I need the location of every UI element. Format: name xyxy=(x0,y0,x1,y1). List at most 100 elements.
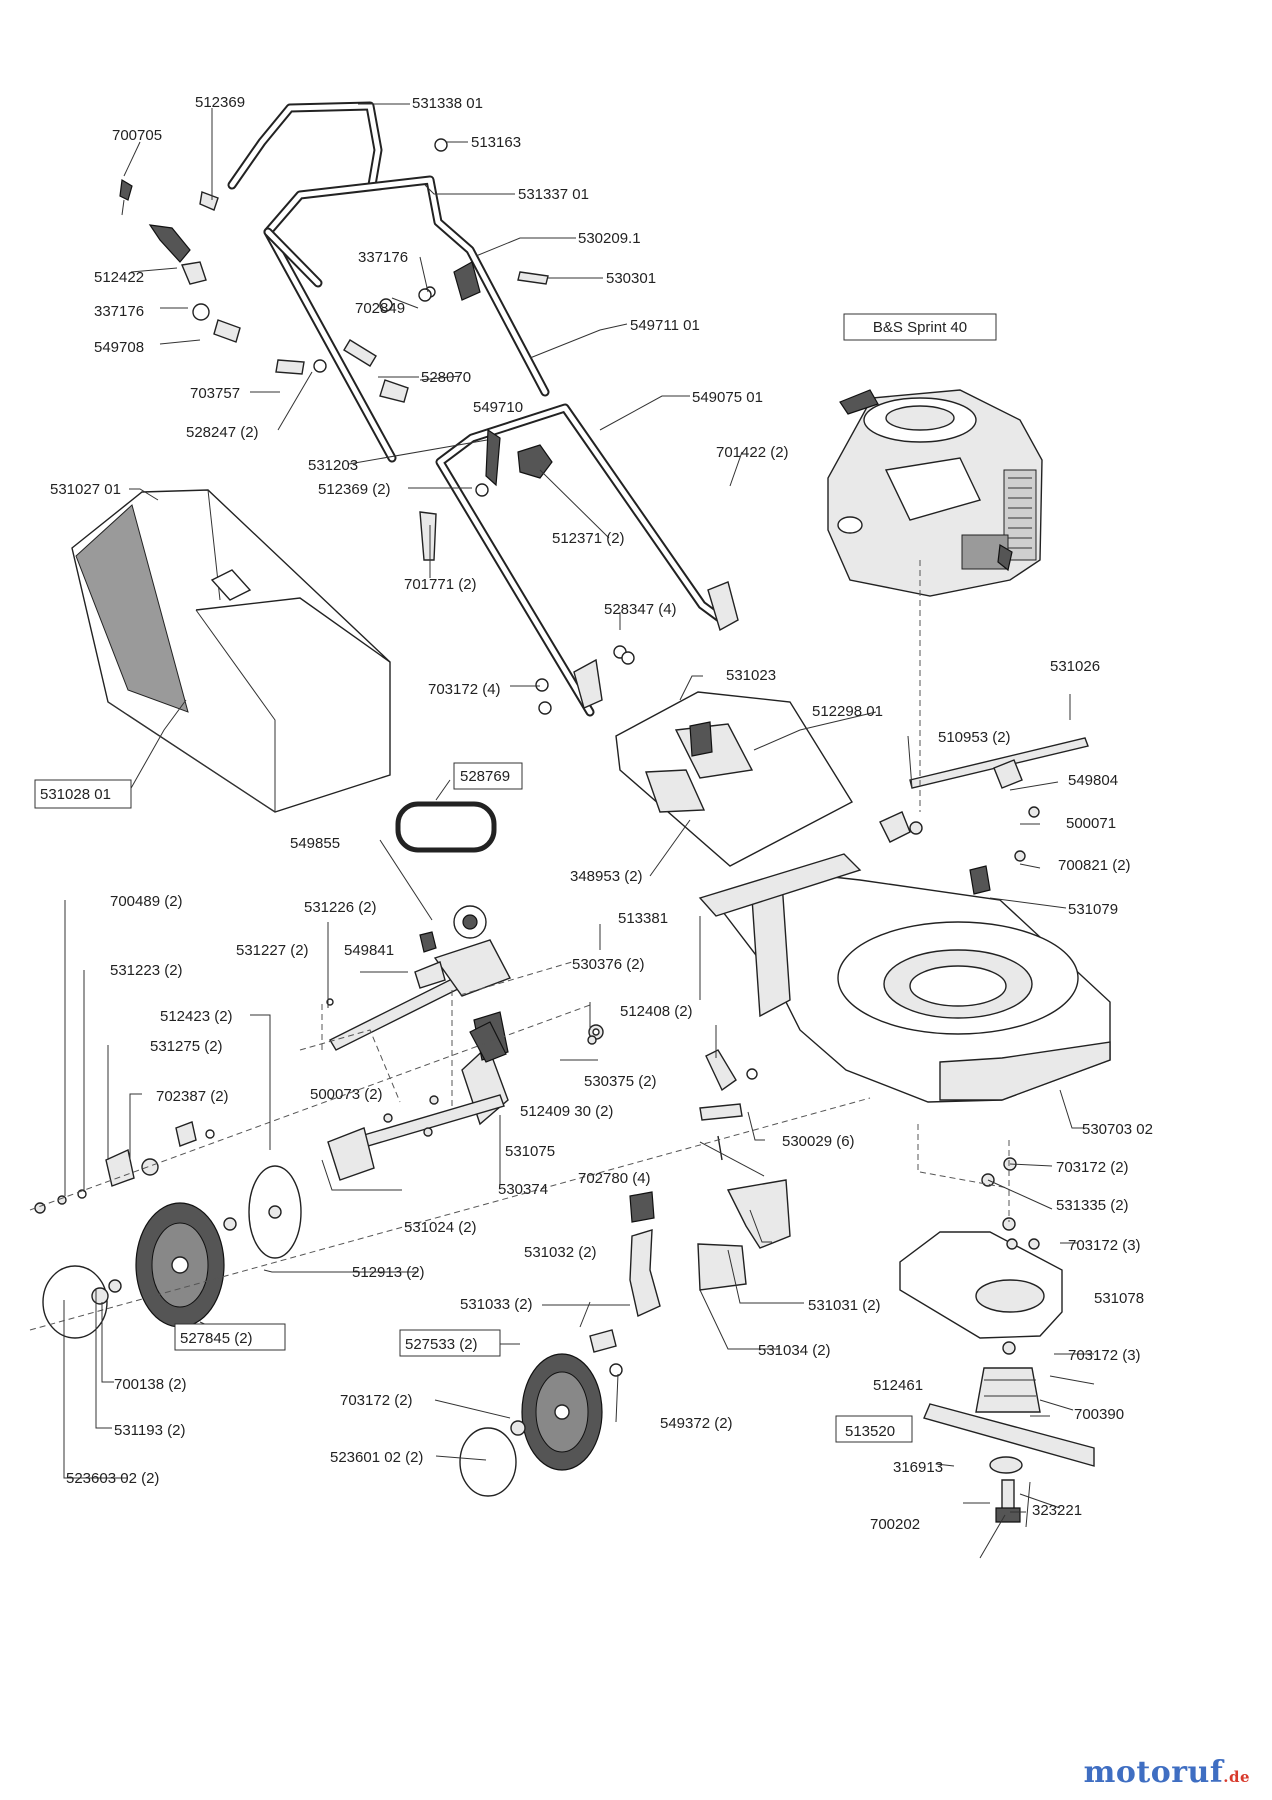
part-label: 531337 01 xyxy=(518,186,589,203)
small-hardware-center xyxy=(326,645,635,1137)
part-label: 549075 01 xyxy=(692,389,763,406)
part-label: 512369 (2) xyxy=(318,481,391,498)
part-label: 512298 01 xyxy=(812,703,883,720)
part-label: 512423 (2) xyxy=(160,1008,233,1025)
part-label: 528070 xyxy=(421,369,471,386)
part-label: 337176 xyxy=(358,249,408,266)
part-label: 703172 (4) xyxy=(428,681,501,698)
rear-axle-drawing xyxy=(329,905,511,1051)
part-label: 530375 (2) xyxy=(584,1073,657,1090)
part-label: 510953 (2) xyxy=(938,729,1011,746)
part-label: 703757 xyxy=(190,385,240,402)
part-label: 531023 xyxy=(726,667,776,684)
part-label: 523601 02 (2) xyxy=(330,1449,423,1466)
part-label: 549708 xyxy=(94,339,144,356)
watermark-main-text: motoruf xyxy=(1083,1755,1224,1790)
part-label: 531227 (2) xyxy=(236,942,309,959)
part-label: 531275 (2) xyxy=(150,1038,223,1055)
part-label: 528247 (2) xyxy=(186,424,259,441)
part-label: 700138 (2) xyxy=(114,1376,187,1393)
grass-catcher-drawing xyxy=(71,489,391,813)
part-label: 530703 02 xyxy=(1082,1121,1153,1138)
part-label: 323221 xyxy=(1032,1502,1082,1519)
part-label: 700390 xyxy=(1074,1406,1124,1423)
part-label: 512371 (2) xyxy=(552,530,625,547)
rear-wheel-drawing xyxy=(34,1121,302,1339)
part-label: 500073 (2) xyxy=(310,1086,383,1103)
part-label: 337176 xyxy=(94,303,144,320)
wheel-bracket-drawing xyxy=(327,1011,509,1181)
part-label: 316913 xyxy=(893,1459,943,1476)
part-label: 531193 (2) xyxy=(114,1422,185,1439)
part-label: 700705 xyxy=(112,127,162,144)
part-label: 512913 (2) xyxy=(352,1264,425,1281)
part-label: 700821 (2) xyxy=(1058,857,1131,874)
part-number-labels: B&S Sprint 40 512369 531338 01 700705 51… xyxy=(40,94,1153,1533)
part-label: 530301 xyxy=(606,270,656,287)
part-label: 549804 xyxy=(1068,772,1118,789)
label-box-513520 xyxy=(835,1415,913,1443)
part-label: 512461 xyxy=(873,1377,923,1394)
part-label: 549372 (2) xyxy=(660,1415,733,1432)
part-label: 531034 (2) xyxy=(758,1342,831,1359)
part-label: 703172 (3) xyxy=(1068,1347,1141,1364)
part-label: 700489 (2) xyxy=(110,893,183,910)
dashed-alignment-lines xyxy=(29,560,1010,1331)
part-label: 549855 xyxy=(290,835,340,852)
rear-hardware-right xyxy=(909,737,1089,1250)
label-box-527533 xyxy=(399,1329,501,1357)
part-label: 531226 (2) xyxy=(304,899,377,916)
front-wheel-drawing xyxy=(459,1329,623,1497)
part-label: 531079 xyxy=(1068,901,1118,918)
control-lever-drawing xyxy=(424,261,481,301)
part-label: 549710 xyxy=(473,399,523,416)
engine-label-box xyxy=(843,313,997,341)
part-label: 527533 (2) xyxy=(405,1336,478,1353)
part-label: 530374 xyxy=(498,1181,548,1198)
watermark-suffix-text: .de xyxy=(1223,1768,1250,1786)
spring-drawing xyxy=(485,428,501,487)
engine-drawing xyxy=(827,389,1043,597)
part-label: 531203 xyxy=(308,457,358,474)
part-label: 523603 02 (2) xyxy=(66,1470,159,1487)
part-label: 703172 (2) xyxy=(340,1392,413,1409)
mower-deck-drawing xyxy=(698,811,1111,1103)
part-label: 512408 (2) xyxy=(620,1003,693,1020)
part-label: 531223 (2) xyxy=(110,962,183,979)
part-label: 513520 xyxy=(845,1423,895,1440)
part-label: 531031 (2) xyxy=(808,1297,881,1314)
part-label: 531033 (2) xyxy=(460,1296,533,1313)
part-label: 528769 xyxy=(460,768,510,785)
part-label: 701422 (2) xyxy=(716,444,789,461)
part-label: 348953 (2) xyxy=(570,868,643,885)
leader-lines xyxy=(63,103,1095,1559)
part-label: 531024 (2) xyxy=(404,1219,477,1236)
part-label: 530209.1 xyxy=(578,230,641,247)
part-label: 700202 xyxy=(870,1516,920,1533)
lower-handle-drawing xyxy=(435,403,739,717)
part-label: 512409 30 (2) xyxy=(520,1103,613,1120)
label-box-527845 xyxy=(174,1323,286,1351)
part-label: 531027 01 xyxy=(50,481,121,498)
part-label: 701771 (2) xyxy=(404,576,477,593)
part-label: 513381 xyxy=(618,910,668,927)
part-label: 702849 xyxy=(355,300,405,317)
part-label: 512422 xyxy=(94,269,144,286)
part-label: 702387 (2) xyxy=(156,1088,229,1105)
part-label: 513163 xyxy=(471,134,521,151)
part-label: 531078 xyxy=(1094,1290,1144,1307)
upper-handle-bar-drawing xyxy=(227,101,383,190)
part-label: 528347 (4) xyxy=(604,601,677,618)
part-label: 512369 xyxy=(195,94,245,111)
part-label: 703172 (2) xyxy=(1056,1159,1129,1176)
part-label: 530376 (2) xyxy=(572,956,645,973)
part-label: 703172 (3) xyxy=(1068,1237,1141,1254)
part-label: 531026 xyxy=(1050,658,1100,675)
label-box-531028 xyxy=(34,779,132,809)
part-label: 531028 01 xyxy=(40,786,111,803)
middle-handle-drawing xyxy=(263,175,550,463)
label-box-528769 xyxy=(453,762,523,790)
small-hardware-left xyxy=(119,138,549,561)
